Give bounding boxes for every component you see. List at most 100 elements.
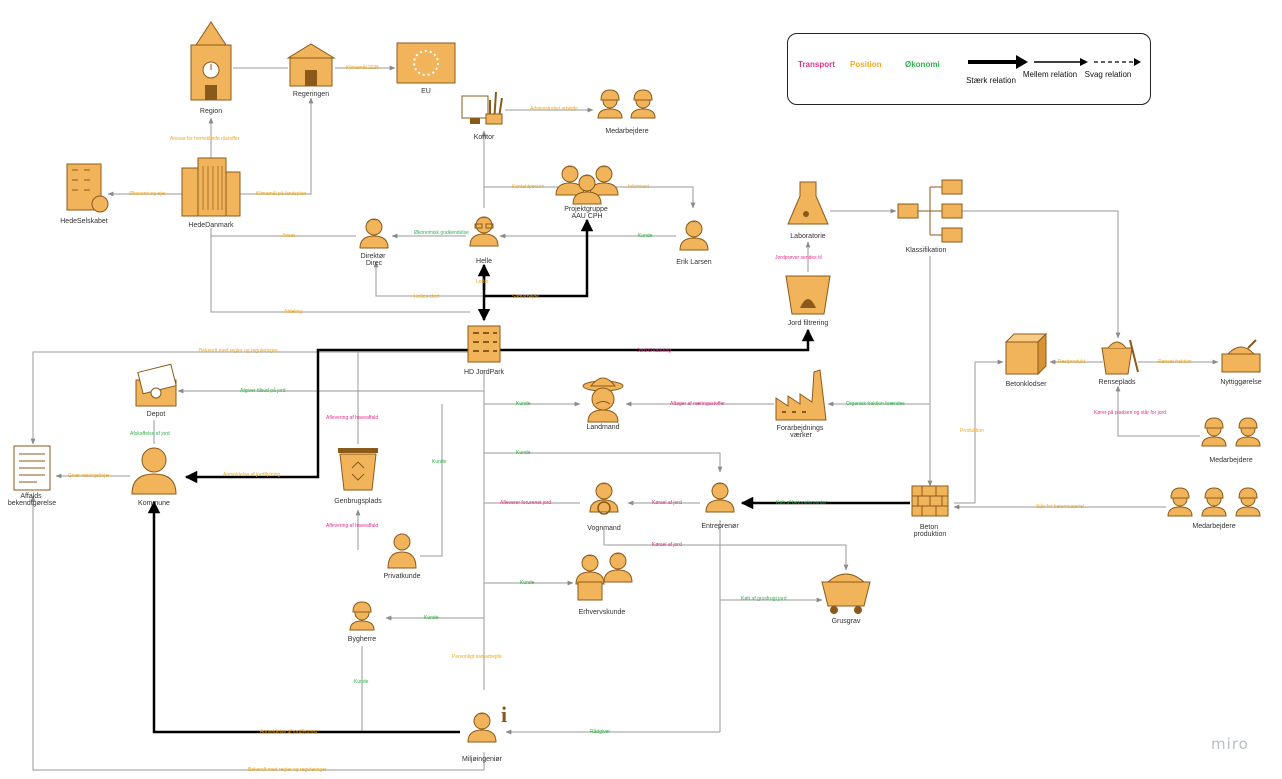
node-label: Renseplads	[1099, 379, 1136, 386]
node-label: Privatkunde	[384, 573, 421, 580]
label-organisk: Organisk fraktion brændes	[846, 401, 905, 407]
person-silhouette-icon	[131, 447, 177, 495]
node-label: Erhvervskunde	[579, 609, 626, 616]
node-hdjordpark[interactable]: HD JordPark	[464, 325, 505, 376]
node-affald[interactable]: Affalds bekendtgørelse	[8, 445, 56, 507]
node-label: HedeDanmark	[188, 222, 234, 229]
node-medarbejdere-top[interactable]: Medarbejdere	[597, 89, 656, 135]
label-klimamal-landsplan: Klimamål på landsplan	[256, 190, 307, 197]
edge-projekt-erik	[610, 186, 696, 209]
eu-flag-icon	[396, 42, 456, 84]
node-hededanmark[interactable]: HedeDanmark	[181, 157, 241, 229]
node-erik[interactable]: Erik Larsen	[676, 220, 712, 266]
node-grusgrav[interactable]: Grusgrav	[821, 573, 871, 625]
label-produktion: Produktion	[960, 428, 984, 434]
label-korer: Kører på pladsen og står for jord	[1094, 409, 1166, 416]
label-okonomisk: Økonomisk godkendelse	[414, 230, 469, 236]
node-miljoingenior[interactable]: i Miljøingeniør	[462, 702, 507, 763]
label-kunde-bygherre: Kunde	[424, 615, 439, 621]
node-label: Direktør Direc	[361, 253, 388, 267]
node-betonklodser[interactable]: Betonklodser	[1004, 332, 1048, 388]
label-kunde-erhverv: Kunde	[520, 580, 535, 586]
edge-labels: Klimamål 2025 Ansvar for fremstillede rå…	[68, 64, 1192, 773]
skyscraper-icon	[181, 157, 241, 217]
label-jordprover: Jordprøver sendes til	[775, 255, 822, 261]
edge-hededanmark-regeringen	[240, 97, 314, 195]
node-regeringen[interactable]: Regeringen	[286, 43, 336, 98]
label-kob-grus: Køb af grusfrugt jord	[741, 596, 787, 602]
business-meeting-icon	[575, 552, 633, 601]
edge-beton-betonklodser	[954, 359, 1004, 504]
node-bygherre[interactable]: Bygherre	[348, 601, 377, 643]
label-anmeldelse-bot: Anmeldelse af jordflytning	[260, 729, 317, 735]
label-kunde-miljo: Kunde	[354, 679, 369, 685]
node-region[interactable]: Region	[190, 21, 232, 115]
node-label: Miljøingeniør	[462, 756, 503, 763]
node-label-line: Forarbejdnings	[777, 425, 824, 432]
group-icon	[555, 165, 619, 205]
legend-weak: Svag relation	[1084, 70, 1132, 79]
label-okonomi-ejer: Økonomi og ejer	[129, 191, 166, 197]
node-label: Medarbejdere	[1209, 457, 1252, 464]
edge-medarb-renseplads	[1115, 385, 1200, 437]
label-helles-chef: Helles chef	[414, 294, 439, 300]
node-kommune[interactable]: Kommune	[131, 447, 177, 507]
cleaning-bucket-icon	[1101, 339, 1139, 375]
node-label: Laboratorie	[790, 233, 826, 240]
node-laboratorie[interactable]: Laboratorie	[787, 181, 829, 240]
node-nyttiggorelse[interactable]: Nyttiggørelse	[1220, 339, 1262, 386]
node-label-line: Direc	[366, 260, 383, 267]
node-medarbejdere-bot[interactable]: Medarbejdere	[1167, 487, 1261, 530]
label-korsel2: Kørsel af jord	[652, 542, 682, 548]
edge-kunde-entreprenor	[484, 452, 723, 473]
node-helle[interactable]: Helle	[469, 216, 499, 265]
node-klassifikation[interactable]: Klassifikation	[897, 179, 963, 254]
label-klimamal2025: Klimamål 2025	[346, 64, 379, 71]
edge-afdeling	[210, 228, 470, 313]
legend-weak-head	[1134, 58, 1141, 66]
edge-bekendt-bottom	[30, 495, 484, 771]
woman-info-icon	[467, 712, 497, 743]
node-label: Medarbejdere	[605, 128, 648, 135]
node-direktor[interactable]: Direktør Direc	[359, 218, 389, 267]
node-eu[interactable]: EU	[396, 42, 456, 95]
node-label-line: Beton	[920, 524, 938, 531]
node-depot[interactable]: Depot	[135, 363, 177, 418]
label-adm: Administrativt arbejde	[530, 106, 578, 112]
node-label-line: bekendtgørelse	[8, 500, 56, 507]
town-hall-icon	[190, 21, 232, 101]
node-kontor[interactable]: Kontor	[461, 91, 503, 141]
node-label-line: Projektgruppe	[564, 206, 608, 213]
label-afleverer: Afleverer forurenet jord	[500, 500, 551, 506]
node-jordfiltering[interactable]: Jord filtrering	[785, 275, 831, 327]
node-renseplads[interactable]: Renseplads	[1099, 339, 1139, 386]
legend-medium: Mellem relation	[1022, 70, 1078, 79]
node-hedeselskabet[interactable]: HedeSelskabet	[60, 163, 109, 225]
node-forarbejdning[interactable]: Forarbejdnings værker	[775, 369, 827, 439]
recycle-bin-icon	[338, 448, 378, 491]
connectors	[30, 65, 1219, 771]
hierarchy-icon	[897, 179, 963, 243]
legend-position: Position	[850, 60, 882, 69]
node-label: Medarbejdere	[1192, 523, 1235, 530]
node-label-line: Affalds	[20, 493, 42, 500]
node-erhvervskunde[interactable]: Erhvervskunde	[575, 552, 633, 616]
node-entreprenor[interactable]: Entreprenør	[701, 482, 739, 530]
money-icon	[135, 363, 177, 407]
node-label: Affalds bekendtgørelse	[8, 493, 56, 507]
node-label-line: AAU CPH	[571, 213, 602, 220]
label-bekendt-bot: Bekendt med regler og reguleringer	[248, 767, 327, 773]
node-privatkunde[interactable]: Privatkunde	[384, 533, 421, 580]
label-personligt: Personligt samarbejde	[452, 654, 502, 660]
node-betonproduktion[interactable]: Beton produktion	[911, 485, 949, 538]
node-landmand[interactable]: Landmand	[582, 377, 624, 431]
node-medarbejdere-mid[interactable]: Medarbejdere	[1201, 417, 1261, 464]
node-label-line: produktion	[914, 531, 947, 538]
node-label: Grusgrav	[832, 618, 861, 625]
node-label: Erik Larsen	[676, 259, 712, 266]
node-vognmand[interactable]: Vognmand	[587, 482, 621, 532]
node-genbrugsplads[interactable]: Genbrugsplads	[334, 448, 382, 505]
node-projektgruppe[interactable]: Projektgruppe AAU CPH	[555, 165, 619, 220]
info-icon: i	[501, 702, 507, 727]
label-kunde-landmand: Kunde	[516, 401, 531, 407]
